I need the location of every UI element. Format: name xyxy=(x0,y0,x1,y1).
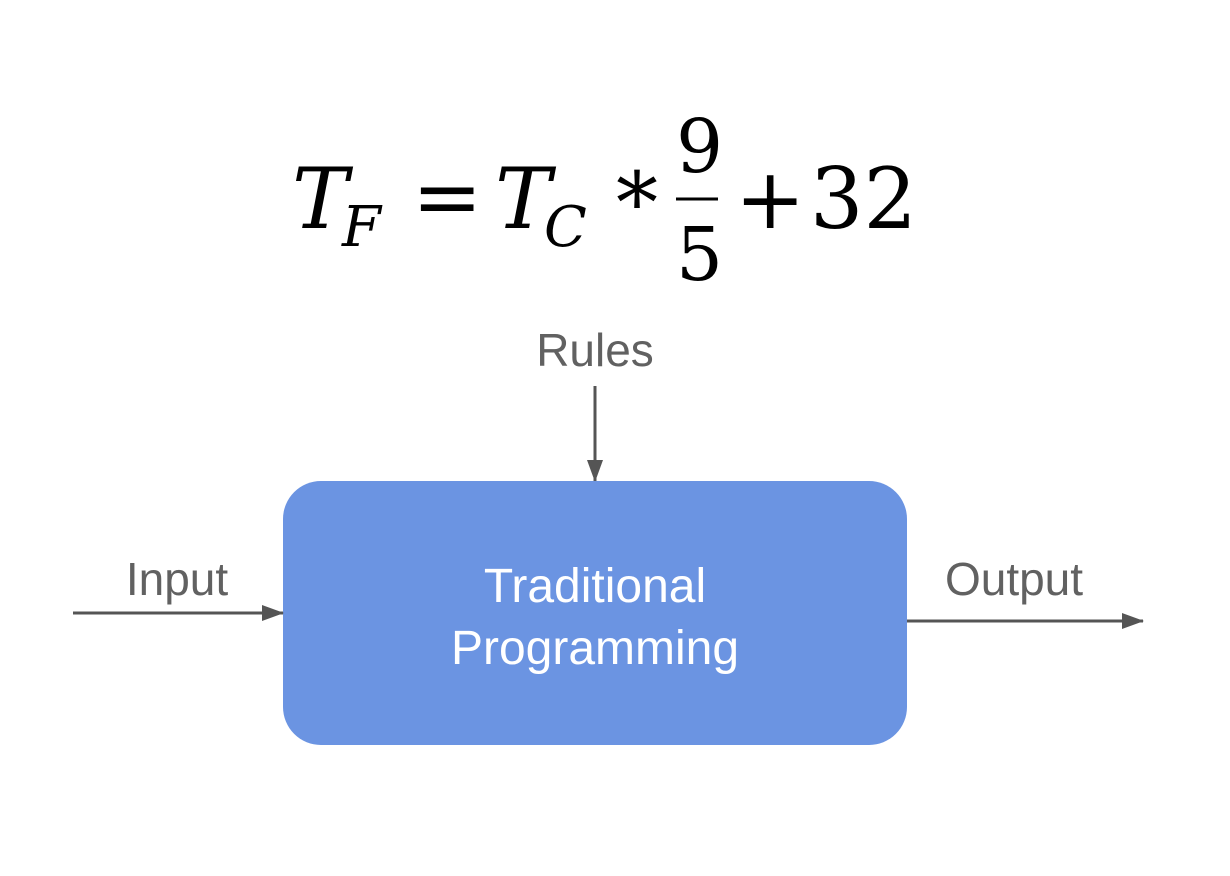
formula: T F = T C * 9 5 + 32 xyxy=(292,104,917,298)
traditional-programming-box xyxy=(283,481,907,745)
box-title-line2: Programming xyxy=(451,622,739,675)
input-label: Input xyxy=(126,553,229,605)
rules-label: Rules xyxy=(536,324,654,376)
output-label: Output xyxy=(945,553,1083,605)
formula-rhs-var: T xyxy=(495,150,557,248)
formula-denominator: 5 xyxy=(676,212,723,298)
formula-lhs-subscript: F xyxy=(341,195,383,260)
formula-rhs-subscript: C xyxy=(544,195,587,260)
box-title-line1: Traditional xyxy=(484,560,706,613)
formula-numerator: 9 xyxy=(676,104,723,190)
formula-times: * xyxy=(616,154,658,252)
formula-lhs-var: T xyxy=(292,150,354,248)
formula-plus: + xyxy=(735,150,805,248)
formula-equals: = xyxy=(412,148,482,246)
formula-constant: 32 xyxy=(810,150,917,248)
